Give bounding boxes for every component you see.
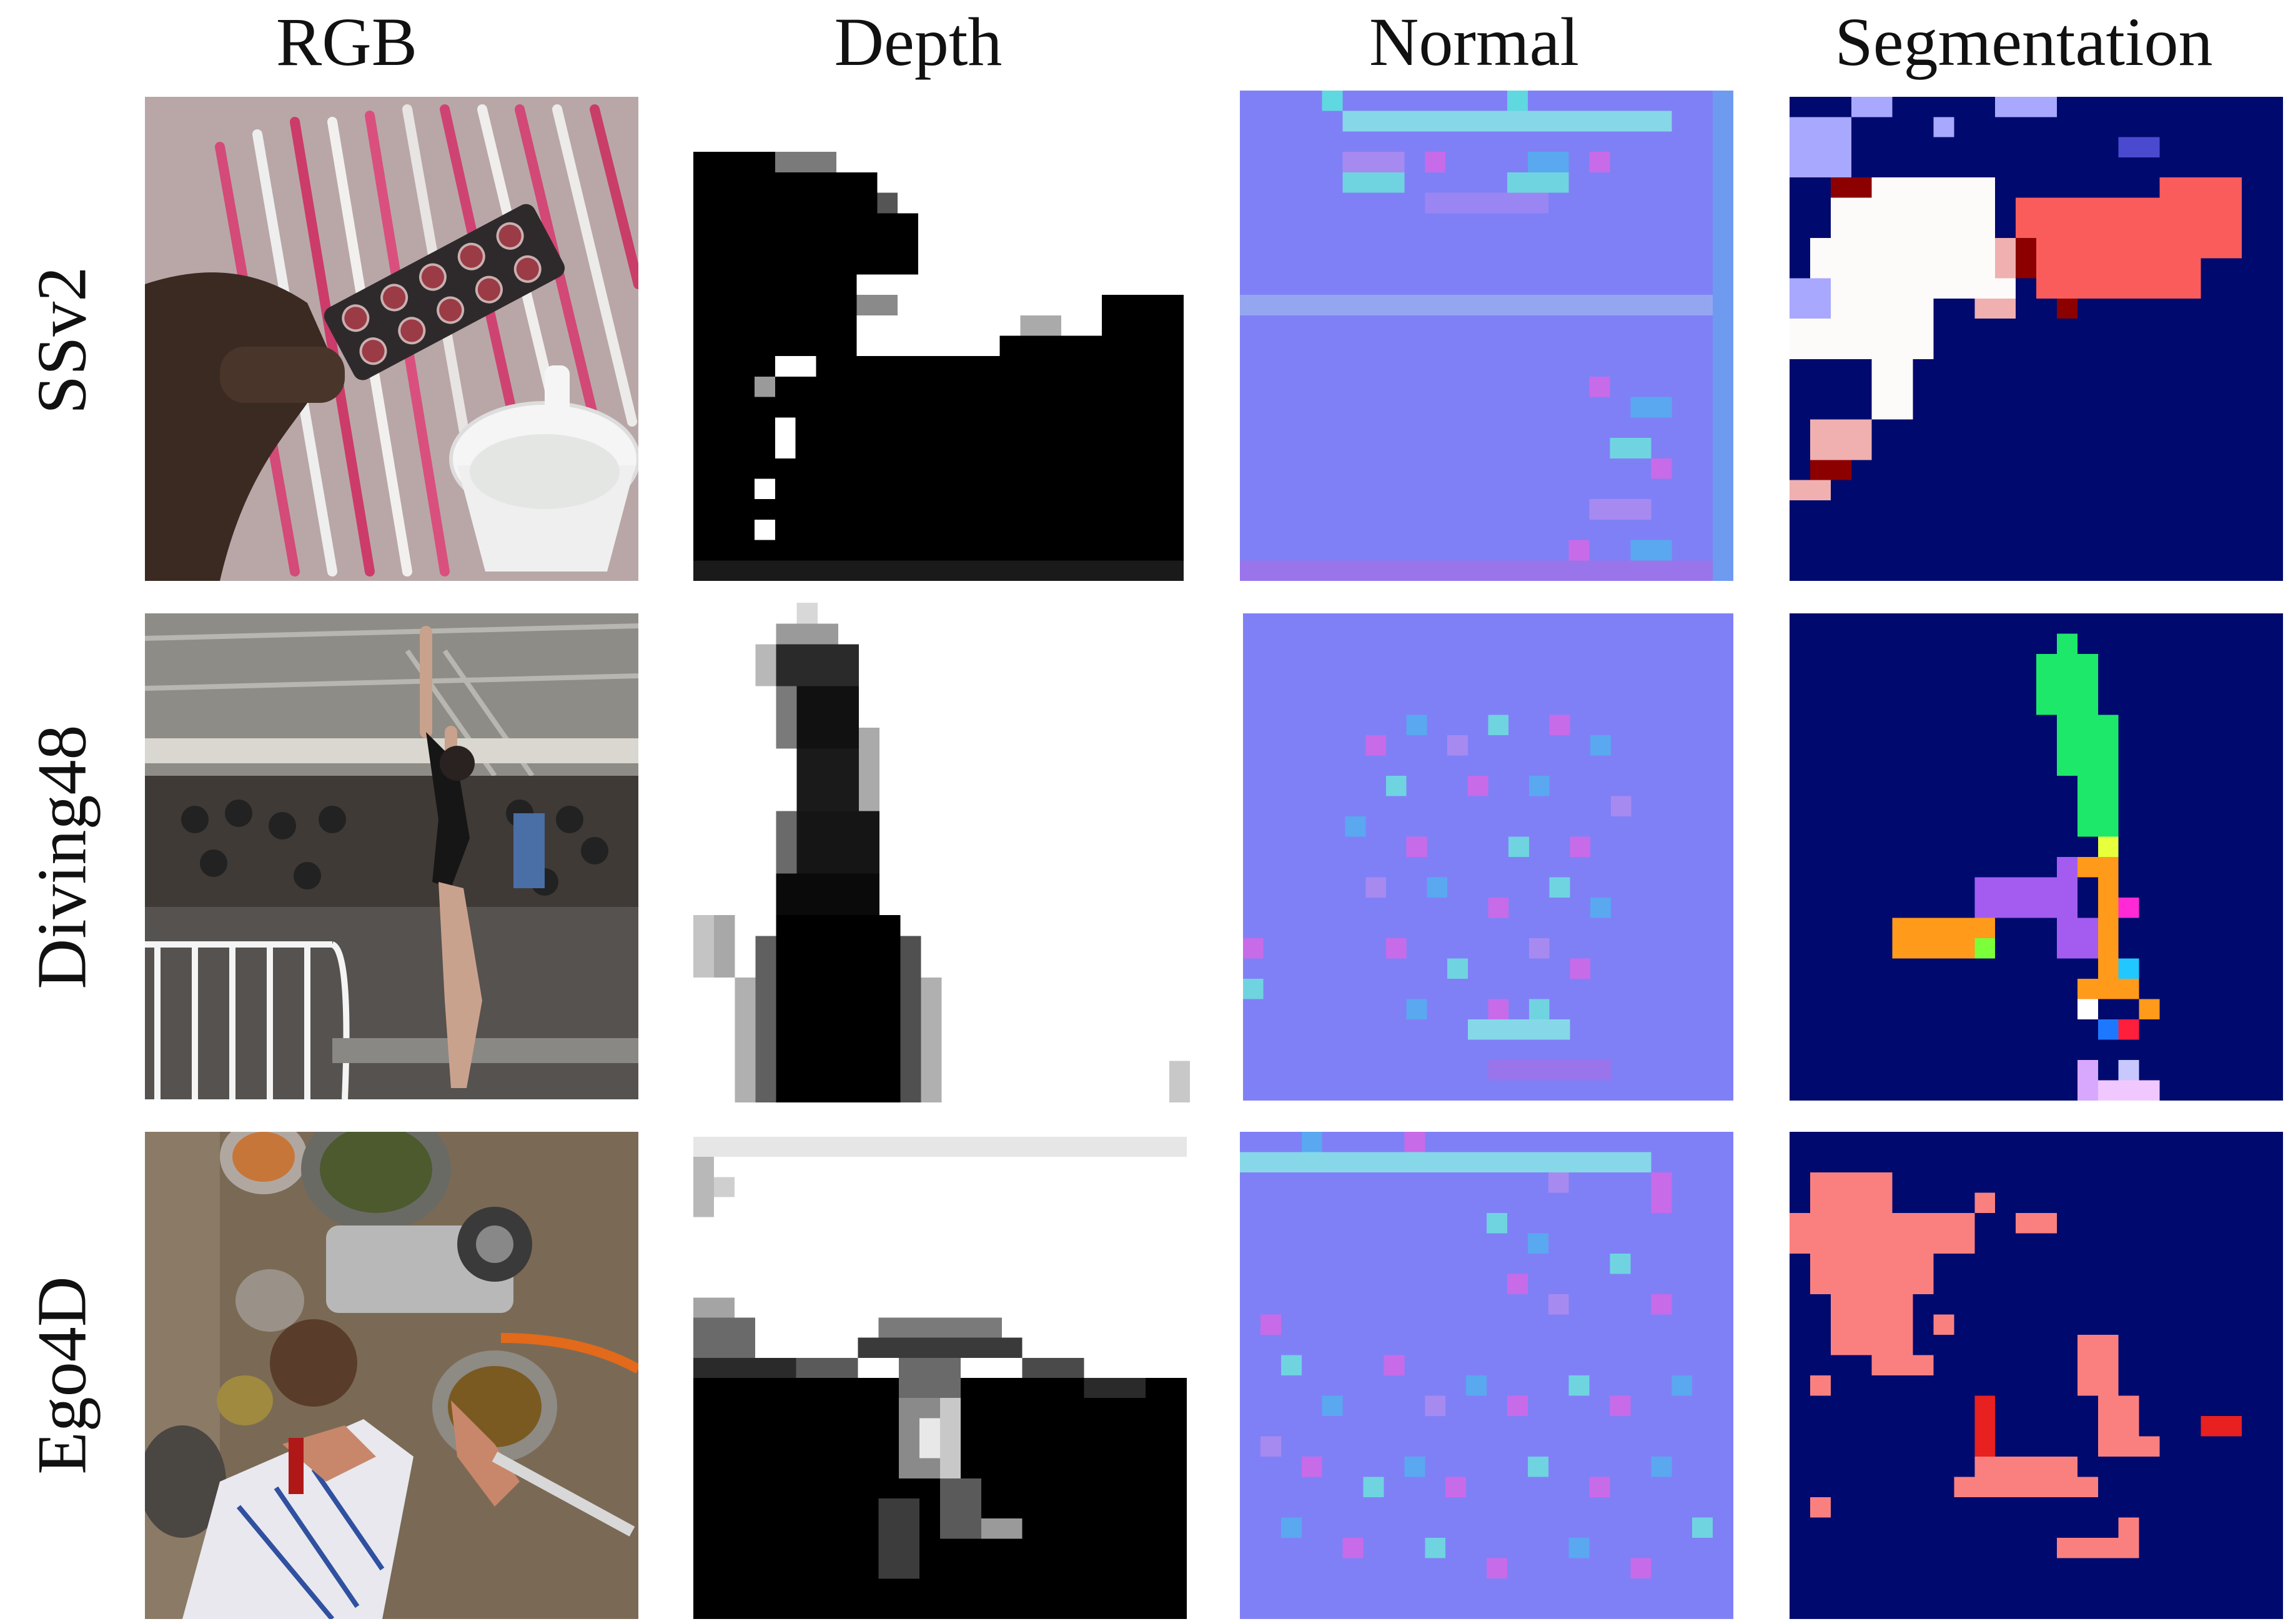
column-header-segmentation: Segmentation — [1835, 4, 2213, 80]
ego4d-rgb-image — [145, 1132, 638, 1619]
diving48-normal-map — [1243, 613, 1733, 1101]
row-label-ssv2: SSv2 — [23, 266, 101, 415]
diving48-segmentation-map — [1790, 613, 2283, 1101]
ssv2-normal-map — [1240, 91, 1733, 581]
diving48-rgb-image — [145, 613, 638, 1099]
ssv2-segmentation-map — [1790, 97, 2283, 581]
row-label-diving48-container: Diving48 — [0, 613, 125, 1101]
ego4d-segmentation-map — [1790, 1132, 2283, 1619]
diving48-depth-map — [693, 603, 1190, 1102]
row-label-ego4d: Ego4D — [23, 1276, 101, 1475]
ego4d-normal-map — [1240, 1132, 1733, 1619]
row-label-ego4d-container: Ego4D — [0, 1132, 125, 1619]
column-header-normal: Normal — [1369, 4, 1579, 80]
column-header-depth: Depth — [834, 4, 1003, 80]
ego4d-depth-map — [693, 1137, 1187, 1619]
column-header-rgb: RGB — [275, 4, 418, 80]
row-label-diving48: Diving48 — [23, 725, 101, 989]
ssv2-depth-map — [693, 91, 1184, 581]
row-label-ssv2-container: SSv2 — [0, 97, 125, 584]
ssv2-rgb-image — [145, 97, 638, 581]
